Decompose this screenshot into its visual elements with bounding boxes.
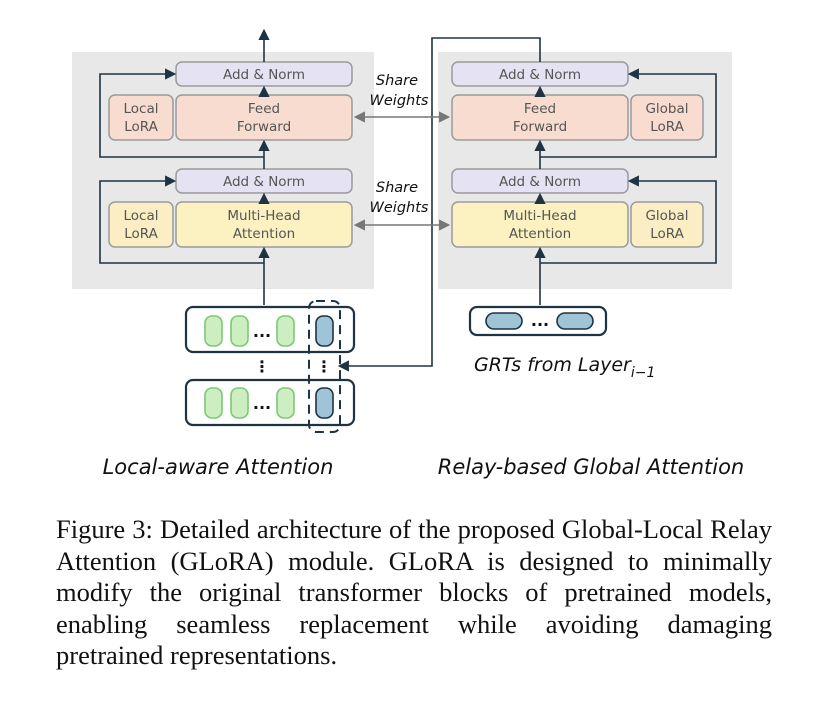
- right-global-lora-bottom: Global LoRA: [630, 201, 704, 248]
- right-feed-forward: Feed Forward: [451, 94, 629, 141]
- right-multi-head-attention: Multi-Head Attention: [451, 201, 629, 248]
- left-local-lora-bottom: Local LoRA: [108, 201, 174, 248]
- svg-text:...: ...: [253, 394, 271, 413]
- svg-text:Attention: Attention: [233, 226, 295, 242]
- svg-text:LoRA: LoRA: [650, 119, 684, 135]
- right-add-norm-top: Add & Norm: [451, 61, 629, 87]
- local-token-sequence-1: ...: [184, 305, 356, 354]
- right-global-lora-top: Global LoRA: [630, 94, 704, 141]
- svg-text:LoRA: LoRA: [124, 226, 158, 242]
- svg-text:...: ...: [253, 322, 271, 341]
- local-aware-attention-title: Local-aware Attention: [103, 455, 334, 479]
- svg-text:Add & Norm: Add & Norm: [499, 67, 581, 83]
- svg-text:Feed: Feed: [524, 101, 556, 117]
- left-feed-forward: Feed Forward: [175, 94, 353, 141]
- svg-text:Attention: Attention: [509, 226, 571, 242]
- svg-text:Add & Norm: Add & Norm: [223, 67, 305, 83]
- vertical-ellipsis-right: ⋮: [316, 357, 332, 376]
- left-add-norm-bottom: Add & Norm: [175, 168, 353, 194]
- grt-label: GRTs from Layeri−1: [474, 354, 655, 381]
- svg-text:Local: Local: [124, 101, 159, 117]
- share-weights-label-bottom: Share Weights: [370, 180, 429, 216]
- left-multi-head-attention: Multi-Head Attention: [175, 201, 353, 248]
- relay-token-dashed-highlight: [308, 300, 341, 433]
- right-add-norm-bottom: Add & Norm: [451, 168, 629, 194]
- svg-text:Forward: Forward: [513, 119, 567, 135]
- left-local-lora-top: Local LoRA: [108, 94, 174, 141]
- svg-text:LoRA: LoRA: [650, 226, 684, 242]
- svg-text:Weights: Weights: [370, 93, 429, 109]
- left-block-arrows: [99, 28, 270, 305]
- share-weights-label-top: Share Weights: [370, 73, 429, 109]
- svg-text:Share: Share: [376, 180, 418, 196]
- relay-based-global-attention-title: Relay-based Global Attention: [438, 455, 745, 479]
- svg-text:Add & Norm: Add & Norm: [223, 174, 305, 190]
- svg-text:Local: Local: [124, 208, 159, 224]
- glora-architecture-diagram: Add & Norm Local LoRA Feed Forward Add &…: [72, 28, 745, 479]
- local-token-sequence-2: ...: [184, 378, 356, 427]
- svg-text:Forward: Forward: [237, 119, 291, 135]
- grt-token-sequence: ...: [468, 305, 608, 337]
- vertical-ellipsis-left: ⋮: [254, 357, 270, 376]
- left-add-norm-top: Add & Norm: [175, 61, 353, 87]
- right-block-arrows: [337, 37, 717, 372]
- svg-text:Weights: Weights: [370, 200, 429, 216]
- svg-text:Multi-Head: Multi-Head: [227, 208, 300, 224]
- svg-text:Feed: Feed: [248, 101, 280, 117]
- svg-text:Global: Global: [645, 101, 688, 117]
- svg-text:...: ...: [531, 311, 549, 330]
- share-weights-arrows: [353, 111, 451, 231]
- svg-text:Add & Norm: Add & Norm: [499, 174, 581, 190]
- svg-text:LoRA: LoRA: [124, 119, 158, 135]
- svg-text:Multi-Head: Multi-Head: [503, 208, 576, 224]
- svg-text:Share: Share: [376, 73, 418, 89]
- svg-text:Global: Global: [645, 208, 688, 224]
- figure-caption: Figure 3: Detailed architecture of the p…: [56, 514, 772, 670]
